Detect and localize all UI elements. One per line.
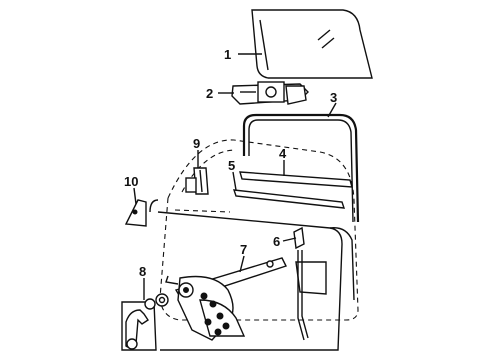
- inner-belt-strip: [232, 189, 346, 209]
- callout-10: 10: [124, 174, 138, 189]
- door-glass: [251, 9, 373, 79]
- corner-bracket: [124, 199, 147, 227]
- callout-7: 7: [240, 242, 247, 257]
- glass-channel-bracket: [231, 81, 309, 105]
- callout-6: 6: [273, 234, 280, 249]
- belt-weatherstrip: [239, 171, 353, 188]
- leader-7: [239, 255, 245, 273]
- callout-3: 3: [330, 90, 337, 105]
- vent-channel: [185, 167, 209, 195]
- run-channel: [242, 113, 360, 223]
- callout-5: 5: [228, 158, 235, 173]
- door-shell: [159, 139, 359, 321]
- callout-4: 4: [279, 146, 287, 161]
- window-regulator: [165, 257, 287, 341]
- callout-2: 2: [206, 86, 213, 101]
- leader-3: [327, 102, 337, 118]
- window-crank-handle: [121, 293, 169, 351]
- leader-10: [133, 187, 137, 205]
- callout-9: 9: [193, 136, 200, 151]
- callout-8: 8: [139, 264, 146, 279]
- guide-channel: [293, 226, 309, 341]
- leader-6: [282, 237, 297, 242]
- leader-5: [232, 171, 237, 191]
- callout-1: 1: [224, 47, 231, 62]
